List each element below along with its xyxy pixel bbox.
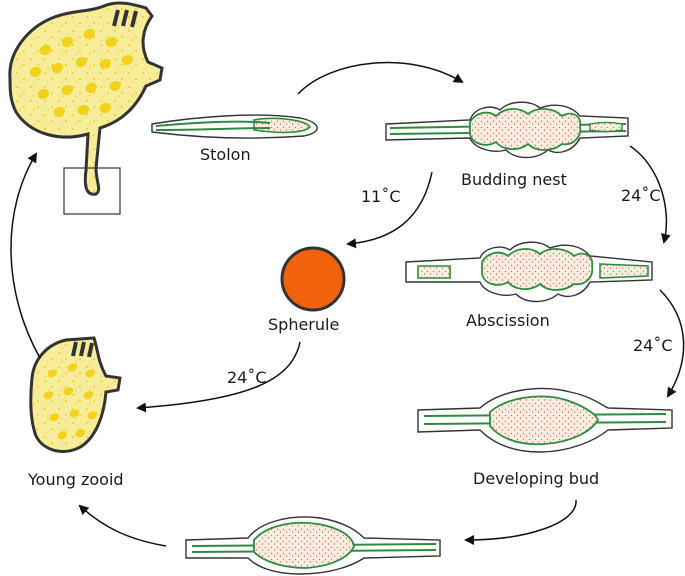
temperature-warm-label-2: 24˚C bbox=[633, 336, 673, 355]
budding-nest-label: Budding nest bbox=[461, 170, 567, 189]
arrow-nest-to-abscission bbox=[629, 145, 671, 244]
temperature-warm-label-3: 24˚C bbox=[227, 368, 267, 387]
abscission-label: Abscission bbox=[466, 311, 550, 330]
temperature-cold-label: 11˚C bbox=[361, 187, 401, 206]
abscission-drawing bbox=[405, 241, 653, 303]
stolon-drawing bbox=[151, 114, 318, 139]
spherule-label: Spherule bbox=[268, 315, 340, 334]
young-zooid-label: Young zooid bbox=[28, 470, 124, 489]
young-siphon-bars bbox=[71, 341, 94, 358]
arrow-bud-to-bottom bbox=[464, 499, 577, 545]
arrow-abscission-to-bud bbox=[659, 289, 685, 398]
arrow-stolon-to-nest bbox=[297, 61, 464, 95]
spherule-drawing bbox=[280, 246, 346, 312]
adult-zooid bbox=[8, 1, 164, 215]
young-zooid bbox=[29, 336, 122, 453]
developing-bud-drawing bbox=[417, 387, 673, 453]
young-zooid-spots bbox=[43, 363, 98, 440]
stolon-inset-box bbox=[63, 167, 121, 215]
stolon-label: Stolon bbox=[200, 145, 251, 164]
budding-nest-drawing bbox=[385, 101, 629, 159]
temperature-warm-label-1: 24˚C bbox=[621, 186, 661, 205]
arrow-young-to-adult bbox=[10, 152, 41, 359]
arrow-nest-to-spherule bbox=[346, 171, 433, 249]
arrow-spherule-to-young bbox=[136, 341, 301, 413]
adult-zooid-spots bbox=[29, 29, 134, 118]
maturing-bud-drawing bbox=[185, 516, 441, 575]
arrow-bottom-to-young bbox=[78, 504, 167, 547]
developing-bud-label: Developing bud bbox=[473, 469, 600, 488]
adult-siphon-bars bbox=[112, 9, 138, 28]
